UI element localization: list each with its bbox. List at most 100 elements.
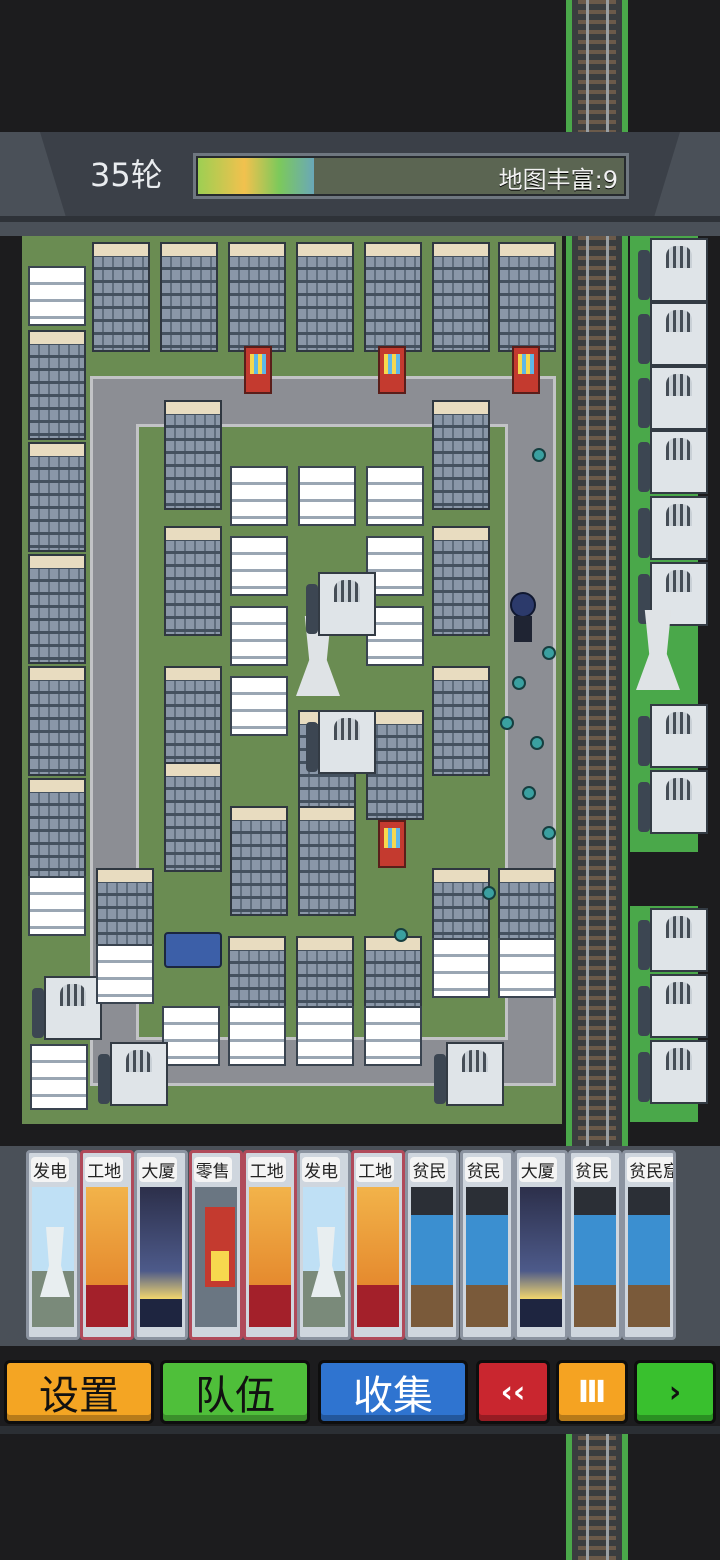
card-slum[interactable]: 贫民 [568, 1150, 622, 1340]
van-vehicle[interactable] [164, 932, 222, 968]
office-building[interactable] [498, 938, 556, 998]
slum-house[interactable] [638, 704, 708, 768]
vending-machine[interactable] [244, 346, 272, 394]
school-building[interactable] [30, 1044, 88, 1110]
enemy-unit[interactable] [500, 716, 514, 730]
card-vending-machine[interactable]: 零售 [188, 1150, 243, 1340]
enemy-unit[interactable] [512, 676, 526, 690]
vending-machine[interactable] [378, 346, 406, 394]
office-building[interactable] [432, 938, 490, 998]
office-building[interactable] [228, 1006, 286, 1066]
office-building[interactable] [230, 676, 288, 736]
enemy-unit[interactable] [482, 886, 496, 900]
office-building[interactable] [366, 606, 424, 666]
apartment-building[interactable] [160, 242, 218, 352]
card-title: 贫民 [573, 1157, 611, 1182]
card-title: 工地 [356, 1157, 395, 1182]
construction-site-art [248, 1187, 291, 1327]
apartment-building[interactable] [28, 778, 86, 888]
office-building[interactable] [230, 606, 288, 666]
construction-site-art [86, 1187, 129, 1327]
slum-house[interactable] [434, 1042, 504, 1106]
office-building[interactable] [28, 876, 86, 936]
card-title: 发电 [31, 1157, 69, 1182]
apartment-building[interactable] [432, 666, 490, 776]
office-building[interactable] [366, 466, 424, 526]
apartment-building[interactable] [364, 242, 422, 352]
office-building[interactable] [296, 1006, 354, 1066]
slum-art [411, 1187, 454, 1327]
vending-machine[interactable] [378, 820, 406, 868]
slum-house[interactable] [638, 1040, 708, 1104]
card-power-plant[interactable]: 发电 [297, 1150, 351, 1340]
slum-house[interactable] [638, 908, 708, 972]
card-slum[interactable]: 贫民 [405, 1150, 460, 1340]
enemy-unit[interactable] [522, 786, 536, 800]
enemy-unit[interactable] [542, 646, 556, 660]
apartment-building[interactable] [28, 666, 86, 776]
slum-house[interactable] [638, 238, 708, 302]
card-slum[interactable]: 贫民 [459, 1150, 514, 1340]
card-construction-site[interactable]: 工地 [80, 1150, 135, 1340]
player-body [514, 616, 532, 642]
enemy-unit[interactable] [542, 826, 556, 840]
card-construction-site[interactable]: 工地 [351, 1150, 406, 1340]
card-power-plant[interactable]: 发电 [26, 1150, 80, 1340]
settings-button[interactable]: 设置 [4, 1360, 154, 1424]
slum-house[interactable] [638, 770, 708, 834]
slum-house[interactable] [638, 974, 708, 1038]
power-plant-art [32, 1187, 74, 1327]
map-richness-remaining [314, 158, 624, 194]
apartment-building[interactable] [164, 400, 222, 510]
office-building[interactable] [230, 536, 288, 596]
office-building[interactable] [364, 1006, 422, 1066]
slum-house[interactable] [638, 430, 708, 494]
player-character[interactable] [508, 592, 538, 642]
office-building[interactable] [28, 266, 86, 326]
slum-house[interactable] [306, 710, 376, 774]
collect-button[interactable]: 收集 [318, 1360, 468, 1424]
play-button[interactable]: › [634, 1360, 716, 1424]
apartment-building[interactable] [92, 242, 150, 352]
slum-house[interactable] [32, 976, 102, 1040]
apartment-building[interactable] [432, 400, 490, 510]
office-building[interactable] [298, 466, 356, 526]
apartment-building[interactable] [432, 526, 490, 636]
skyscraper-art [140, 1187, 183, 1327]
card-skyscraper[interactable]: 大厦 [513, 1150, 568, 1340]
apartment-building[interactable] [230, 806, 288, 916]
slum-house[interactable] [98, 1042, 168, 1106]
card-construction-site[interactable]: 工地 [242, 1150, 297, 1340]
apartment-building[interactable] [432, 242, 490, 352]
apartment-building[interactable] [28, 554, 86, 664]
apartment-building[interactable] [298, 806, 356, 916]
team-button[interactable]: 队伍 [160, 1360, 310, 1424]
card-skyscraper[interactable]: 大厦 [134, 1150, 189, 1340]
apartment-building[interactable] [296, 242, 354, 352]
skyscraper-art [519, 1187, 562, 1327]
office-building[interactable] [96, 944, 154, 1004]
slum-house[interactable] [638, 366, 708, 430]
slum-house[interactable] [306, 572, 376, 636]
vending-machine[interactable] [512, 346, 540, 394]
rewind-button[interactable]: ‹‹ [476, 1360, 550, 1424]
enemy-unit[interactable] [394, 928, 408, 942]
card-slum[interactable]: 贫民窟 [622, 1150, 677, 1340]
slum-house[interactable] [638, 496, 708, 560]
apartment-building[interactable] [366, 710, 424, 820]
apartment-building[interactable] [164, 762, 222, 872]
apartment-building[interactable] [28, 442, 86, 552]
office-building[interactable] [230, 466, 288, 526]
enemy-unit[interactable] [530, 736, 544, 750]
apartment-building[interactable] [28, 330, 86, 440]
player-head [510, 592, 536, 618]
apartment-building[interactable] [164, 526, 222, 636]
apartment-building[interactable] [164, 666, 222, 776]
city-map[interactable] [22, 236, 562, 1124]
apartment-building[interactable] [228, 242, 286, 352]
enemy-unit[interactable] [532, 448, 546, 462]
office-building[interactable] [162, 1006, 220, 1066]
apartment-building[interactable] [498, 242, 556, 352]
slum-house[interactable] [638, 302, 708, 366]
pause-button[interactable]: Ⅲ [556, 1360, 628, 1424]
